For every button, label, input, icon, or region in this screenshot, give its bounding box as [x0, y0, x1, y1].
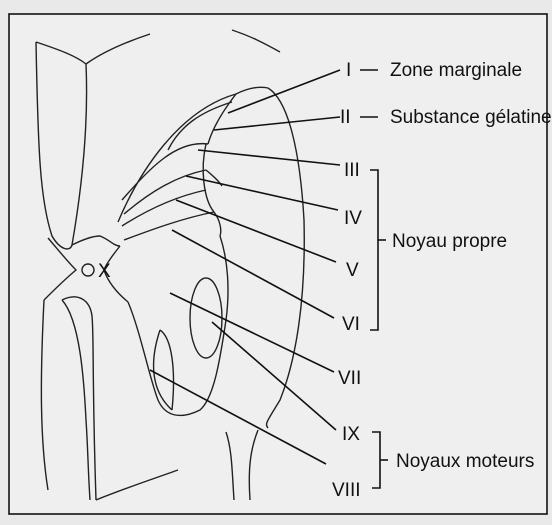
lamina-label-vii: VII: [338, 368, 361, 389]
lamina-label-iv: IV: [344, 208, 362, 229]
lamina-label-viii: VIII: [332, 480, 361, 501]
lamina-label-ii: II: [340, 107, 351, 128]
group-label-noyaux-moteurs: Noyaux moteurs: [396, 451, 534, 472]
lamina-label-ix: IX: [342, 424, 360, 445]
lamina-label-x: X: [98, 261, 111, 282]
group-label-noyau-propre: Noyau propre: [392, 231, 507, 252]
lamina-label-vi: VI: [342, 314, 360, 335]
lamina-label-iii: III: [344, 160, 360, 181]
lamina-label-v: V: [346, 260, 359, 281]
lamina-name-substance-gelatineuse: Substance gélatineu: [390, 107, 552, 128]
lamina-name-zone-marginale: Zone marginale: [390, 60, 522, 81]
lamina-label-i: I: [346, 60, 351, 81]
